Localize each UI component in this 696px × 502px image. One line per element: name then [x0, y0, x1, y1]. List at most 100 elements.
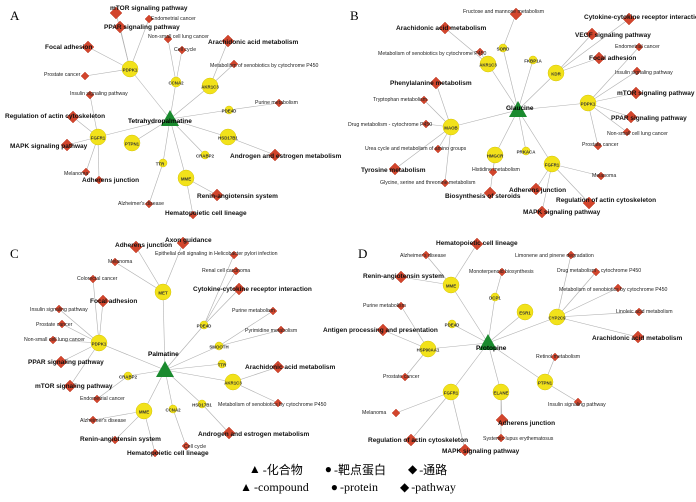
protein-node	[217, 359, 227, 369]
protein-node	[170, 76, 182, 88]
pathway-node	[400, 372, 410, 382]
protein-node	[89, 128, 107, 146]
edge	[169, 118, 187, 179]
edge	[98, 342, 166, 371]
protein-label: HSD17B1	[192, 403, 212, 408]
edge	[167, 38, 177, 83]
pathway-node	[535, 205, 549, 219]
protein-node	[123, 371, 133, 381]
pathway-node	[54, 304, 64, 314]
edge	[502, 13, 517, 49]
edge	[555, 18, 630, 74]
pathway-label: Adherens junction	[509, 187, 566, 194]
protein-node	[516, 303, 534, 321]
edge	[169, 85, 211, 120]
pathway-node	[629, 86, 643, 100]
pathway-node	[566, 250, 576, 260]
pathway-label: Cytokine-cytokine receptor interaction	[584, 14, 696, 21]
pathway-label: PPAR signaling pathway	[611, 115, 687, 122]
edge	[97, 118, 171, 138]
pathway-node	[529, 182, 543, 196]
pathway-node	[421, 250, 431, 260]
edge	[164, 345, 220, 371]
pathway-node	[231, 266, 241, 276]
edge	[551, 163, 590, 204]
pathway-node	[80, 71, 90, 81]
pathway-node	[596, 171, 606, 181]
nodes: Fructose and mannose metabolismCytokine-…	[348, 7, 696, 219]
pathway-label: Renin-angiotensin system	[363, 273, 444, 280]
legend-protein-en: ●-protein	[330, 479, 378, 494]
pathway-node	[421, 119, 431, 129]
pathway-node	[496, 433, 506, 443]
protein-label: TTR	[218, 363, 227, 368]
protein-label: HSP90AA1	[417, 348, 440, 353]
pathway-label: Endometrial cancer	[615, 44, 660, 50]
protein-node	[521, 146, 531, 156]
pathway-node	[222, 426, 236, 440]
protein-node	[199, 320, 209, 330]
protein-node	[123, 134, 141, 152]
panel-label: B	[350, 8, 359, 23]
edge	[502, 47, 519, 111]
protein-label: PRKACA	[517, 150, 537, 155]
protein-node	[90, 334, 108, 352]
pathway-node	[268, 306, 278, 316]
edge	[556, 287, 619, 318]
edge	[148, 162, 164, 205]
pathway-node	[593, 141, 603, 151]
pathway-label: Non-small cell lung cancer	[607, 131, 668, 137]
edge	[487, 296, 496, 344]
pathway-label: Regulation of actin cytoskeleton	[368, 437, 468, 444]
pathway-node	[109, 6, 123, 20]
pathway-node	[429, 76, 443, 90]
edge	[129, 68, 171, 120]
protein-label: CRABP2	[119, 375, 138, 380]
legend-row-chinese: ▲-化合物 ●-靶点蛋白 ◆-通路	[0, 460, 696, 478]
edges	[52, 242, 282, 454]
pathway-node	[573, 397, 583, 407]
compound-node	[479, 334, 497, 350]
pathway-label: Alzheimer's disease	[400, 253, 446, 259]
edge	[556, 271, 597, 318]
protein-label: CYP2C9	[548, 316, 566, 321]
protein-node	[528, 55, 538, 65]
pathway-label: mTOR signaling pathway	[110, 5, 188, 12]
pathway-label: Arachidonic acid metabolism	[396, 25, 487, 32]
protein-node	[447, 319, 457, 329]
protein-node	[154, 283, 172, 301]
pathway-label: Hematopoietic cell lineage	[436, 240, 518, 247]
protein-label: SMOOTH	[209, 345, 228, 350]
pathway-label: Insulin signaling pathway	[30, 307, 88, 313]
pathway-node	[177, 45, 187, 55]
protein-node	[442, 118, 460, 136]
edge	[551, 163, 602, 177]
pathway-label: Pyrimidine metabolism	[245, 328, 297, 334]
edge	[129, 18, 150, 70]
pathway-node	[110, 257, 120, 267]
pathway-label: Cell cycle	[174, 47, 196, 53]
compound-label: Protopine	[476, 345, 507, 352]
protein-label: AKR1C3	[479, 63, 497, 68]
pathway-label: Prostate cancer	[44, 72, 81, 78]
pathway-node	[488, 167, 498, 177]
pathway-label: mTOR signaling pathway	[35, 383, 113, 390]
protein-label: FKBP1A	[524, 59, 542, 64]
pathway-label: Adherens junction	[115, 242, 172, 249]
pathway-label: Biosynthesis of steroids	[445, 193, 521, 200]
pathway-label: Phenylalanine metabolism	[390, 80, 472, 87]
pathway-label: Systemic lupus erythematosus	[483, 436, 554, 442]
pathway-label: Metabolism of xenobiotics by cytochrome …	[559, 287, 668, 293]
pathway-node	[113, 20, 127, 34]
pathway-label: Purine metabolism	[363, 303, 406, 309]
protein-label: FGFR1	[545, 163, 560, 168]
protein-node	[200, 150, 210, 160]
pathway-node	[276, 325, 286, 335]
pathway-node	[94, 175, 104, 185]
protein-node	[536, 373, 554, 391]
compound-label: Palmatine	[148, 351, 179, 358]
pathway-label: mTOR signaling pathway	[617, 90, 695, 97]
protein-node	[177, 169, 195, 187]
pathway-label: Limonene and pinene degradation	[515, 253, 594, 259]
